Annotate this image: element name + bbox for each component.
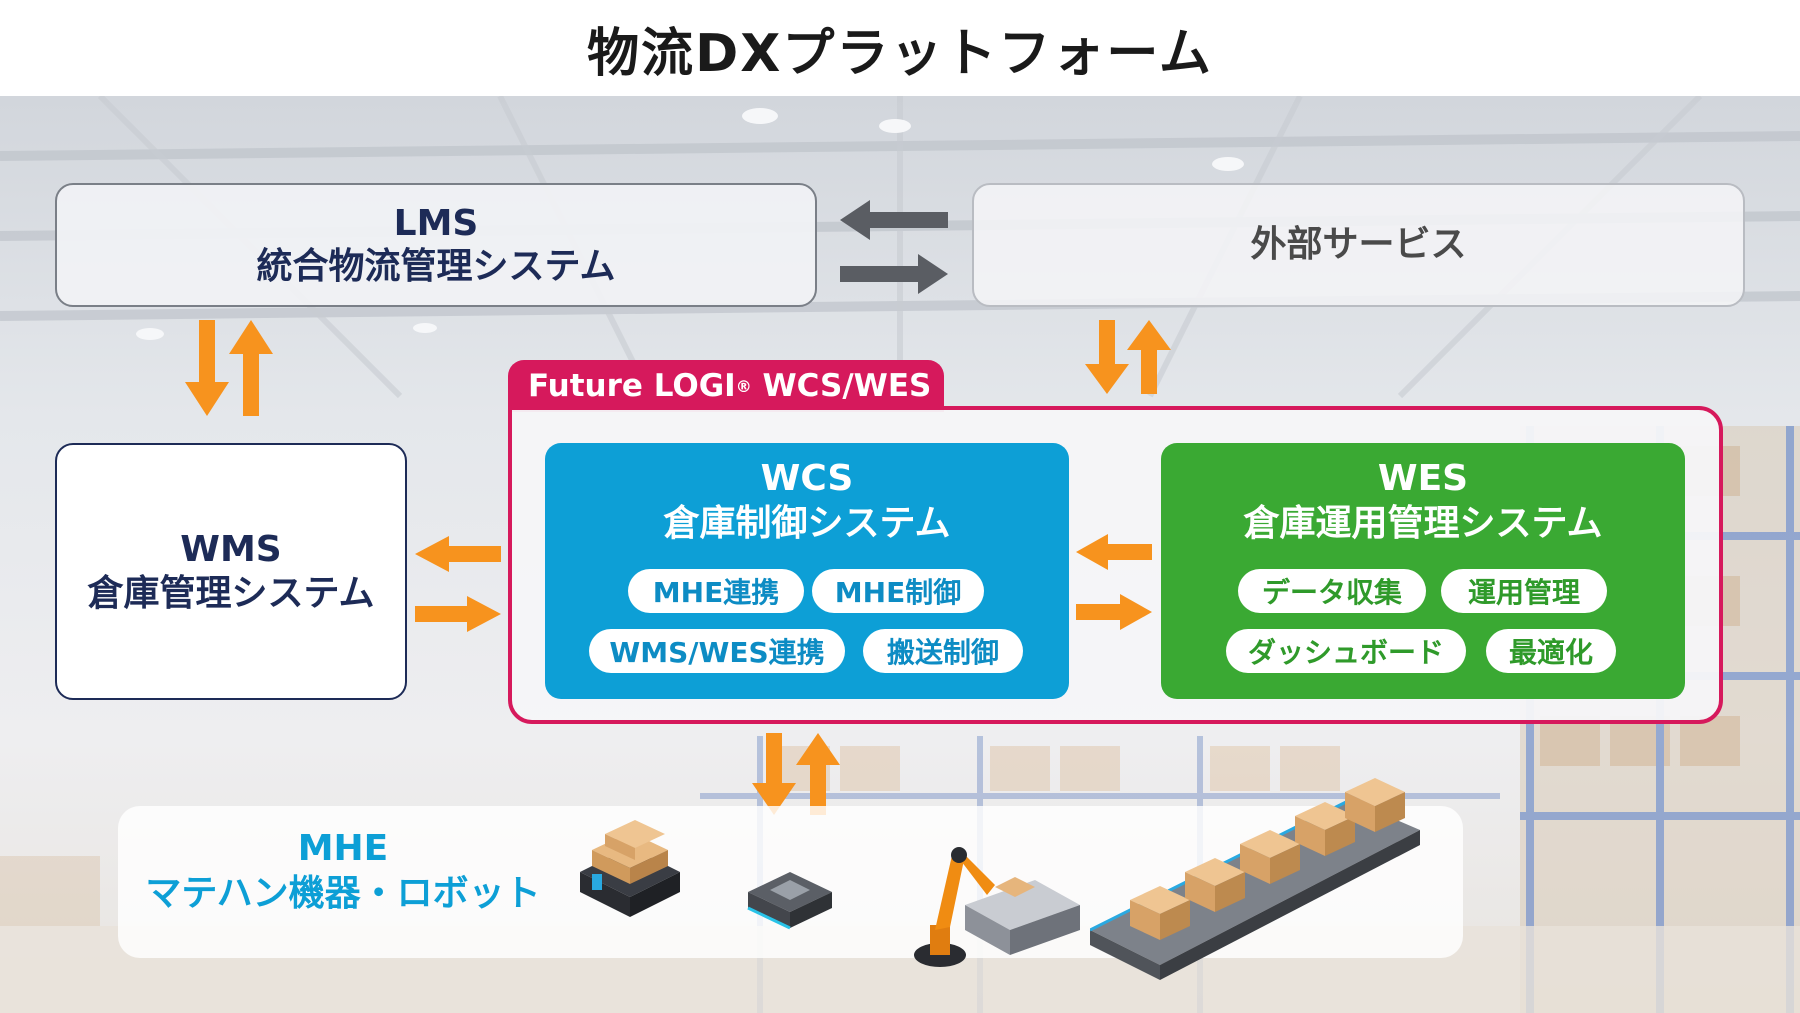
- wcs-feature-pill: 搬送制御: [863, 629, 1023, 673]
- arrow-left-icon: [1076, 534, 1152, 570]
- conveyor-icon: [1090, 778, 1420, 980]
- platform-mhe-arrows: [752, 733, 840, 815]
- wcs-feature-pill: MHE連携: [628, 569, 804, 613]
- registered-mark: ®: [735, 376, 752, 396]
- wcs-name: 倉庫制御システム: [663, 503, 951, 545]
- arrow-left-icon: [415, 536, 501, 572]
- amr-robot-icon: [747, 872, 832, 930]
- wcs-feature-pill: WMS/WES連携: [589, 629, 845, 673]
- arrow-right-icon: [1076, 594, 1152, 630]
- arrow-down-icon: [1085, 320, 1129, 394]
- platform-suffix: WCS/WES: [751, 368, 932, 404]
- wcs-feature-pill: MHE制御: [812, 569, 984, 613]
- agv-cart-robot-icon: [580, 820, 680, 917]
- arrow-up-icon: [229, 320, 273, 416]
- external-service-box: 外部サービス: [972, 183, 1745, 307]
- wes-feature-pill: 最適化: [1486, 629, 1616, 673]
- arrow-down-icon: [752, 733, 796, 815]
- wes-feature-pill: 運用管理: [1441, 569, 1607, 613]
- wes-feature-pill: データ収集: [1238, 569, 1426, 613]
- arrow-up-icon: [796, 733, 840, 815]
- mhe-name: マテハン機器・ロボット: [145, 873, 541, 914]
- lms-external-arrows: [840, 200, 948, 294]
- wes-abbr: WES: [1377, 458, 1469, 499]
- arrow-down-icon: [185, 320, 229, 416]
- platform-label: Future LOGI: [528, 368, 736, 404]
- arrow-left-icon: [840, 200, 948, 240]
- page-title: 物流DXプラットフォーム: [587, 23, 1213, 84]
- lms-box: LMS 統合物流管理システム: [55, 183, 817, 307]
- wes-name: 倉庫運用管理システム: [1243, 503, 1603, 545]
- external-platform-arrows: [1085, 320, 1171, 394]
- mhe-abbr: MHE: [297, 828, 389, 869]
- wms-box: WMS 倉庫管理システム: [55, 443, 407, 700]
- arrow-right-icon: [415, 596, 501, 632]
- wms-name: 倉庫管理システム: [87, 572, 375, 614]
- lms-wms-arrows: [185, 320, 273, 416]
- wes-feature-pill: ダッシュボード: [1226, 629, 1466, 673]
- wms-platform-arrows: [415, 536, 501, 632]
- lms-name: 統合物流管理システム: [256, 246, 616, 287]
- cardboard-boxes: [1130, 778, 1405, 940]
- wcs-wes-arrows: [1076, 534, 1152, 630]
- platform-tab: Future LOGI® WCS/WES: [508, 360, 944, 412]
- mhe-label: MHE マテハン機器・ロボット: [118, 826, 568, 916]
- lms-abbr: LMS: [393, 202, 479, 244]
- wcs-abbr: WCS: [760, 458, 854, 499]
- wms-abbr: WMS: [180, 529, 282, 571]
- arrow-up-icon: [1127, 320, 1171, 394]
- robot-arm-icon: [914, 847, 1080, 967]
- external-service-name: 外部サービス: [1250, 224, 1467, 266]
- arrow-right-icon: [840, 254, 948, 294]
